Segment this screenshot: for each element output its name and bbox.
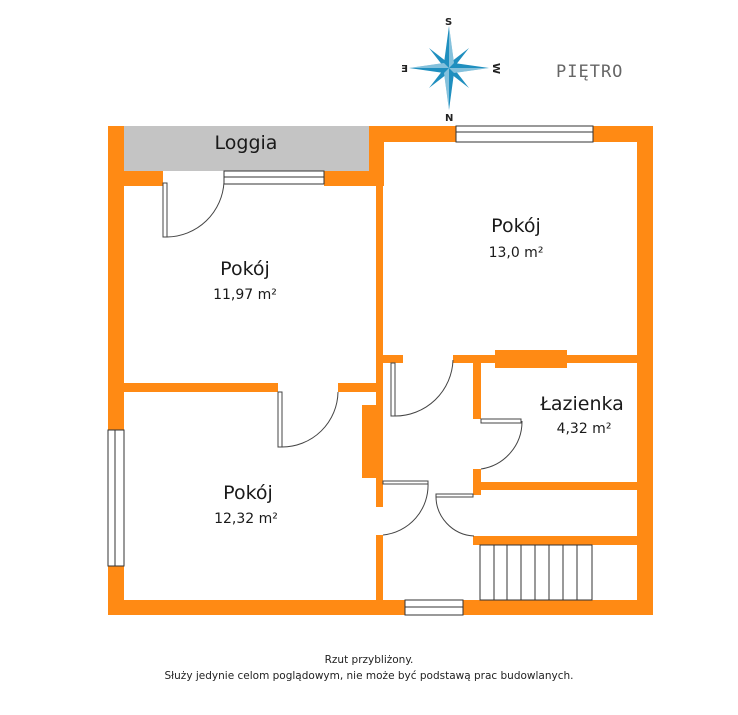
footer-line-1: Rzut przybliżony. [324,654,414,666]
compass-icon [409,26,489,110]
compass-e: E [401,64,408,75]
room-3-area: 12,32 m² [214,511,278,527]
windows [107,125,594,616]
doors [162,181,523,537]
compass-n: N [445,113,453,124]
room-1-name: Pokój [220,258,270,280]
room-2-area: 13,0 m² [489,245,544,261]
room-loggia-name: Loggia [215,132,278,154]
loggia-area [124,126,376,171]
room-bathroom-area: 4,32 m² [557,421,612,437]
room-bathroom-name: Łazienka [539,393,624,415]
room-2-name: Pokój [491,215,541,237]
stairs [479,544,593,601]
compass-s: S [445,17,452,28]
floor-title: PIĘTRO [556,62,623,82]
footer-line-2: Służy jedynie celom poglądowym, nie może… [164,670,574,682]
compass-w: W [490,63,501,74]
room-3-name: Pokój [223,482,273,504]
window-left [107,429,125,567]
window-top [455,125,594,143]
walls [108,126,653,615]
room-1-area: 11,97 m² [213,287,277,303]
